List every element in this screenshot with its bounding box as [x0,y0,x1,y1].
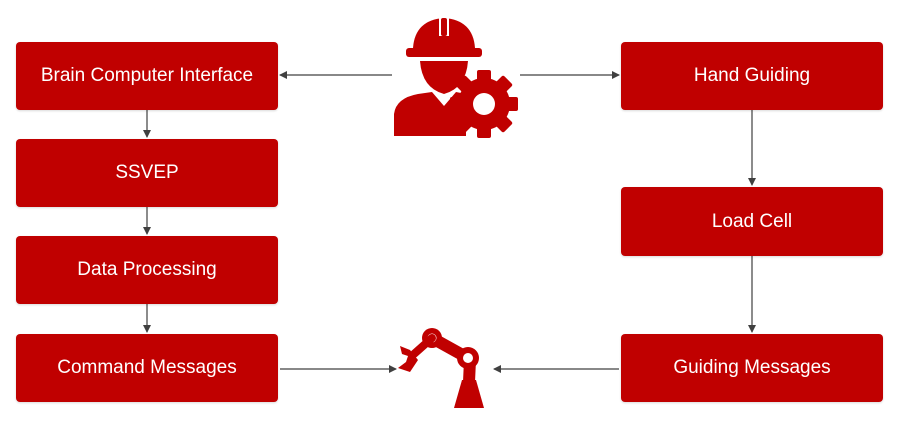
box-ssvep: SSVEP [16,139,278,207]
box-load-cell: Load Cell [621,187,883,256]
box-command-messages: Command Messages [16,334,278,402]
box-guiding-messages: Guiding Messages [621,334,883,402]
box-data-processing: Data Processing [16,236,278,304]
box-hand-guiding: Hand Guiding [621,42,883,110]
worker-with-gear-icon [394,16,518,138]
robot-arm-icon [398,328,484,408]
box-brain-computer-interface: Brain Computer Interface [16,42,278,110]
